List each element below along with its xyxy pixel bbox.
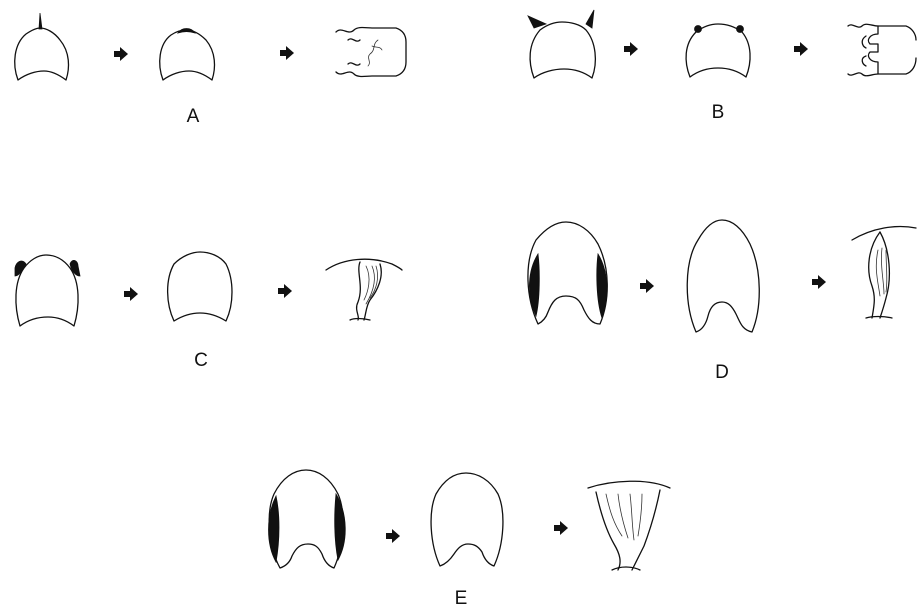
stage-2-shape [168,252,232,321]
arrow-icon [640,279,654,293]
stage-1-shape [528,222,607,324]
panel-label-d: D [715,362,729,383]
arrow-icon [794,42,808,56]
stage-1-shape [15,255,80,326]
arrow-icon [278,284,292,298]
arrow-icon [812,275,826,289]
stage-2-shape [686,24,750,77]
panel-label-a: A [187,106,200,127]
panel-label-c: C [194,350,208,371]
arrow-icon [554,521,568,535]
stage-3-shape [588,481,670,570]
stage-2-shape [160,29,215,81]
stage-3-shape [687,220,759,332]
panel-b: B [528,10,916,123]
panel-e: E [269,470,671,609]
stage-1-shape [15,13,69,80]
arrow-icon [280,46,294,60]
stage-3-shape [848,24,916,76]
arrow-icon [386,529,400,543]
panel-a: A [15,13,406,127]
panel-label-b: B [712,102,725,123]
panel-c: C [15,252,402,371]
panel-d: D [528,220,916,383]
arrow-icon [124,287,138,301]
arrow-icon [624,42,638,56]
stage-1-shape [269,470,346,568]
panel-label-e: E [455,588,468,609]
stage-3-shape [336,28,406,77]
stage-3-shape [326,259,402,320]
arrow-icon [114,47,128,61]
stage-1-shape [528,10,595,78]
stage-4-shape [852,227,916,319]
stage-2-shape [431,473,503,566]
